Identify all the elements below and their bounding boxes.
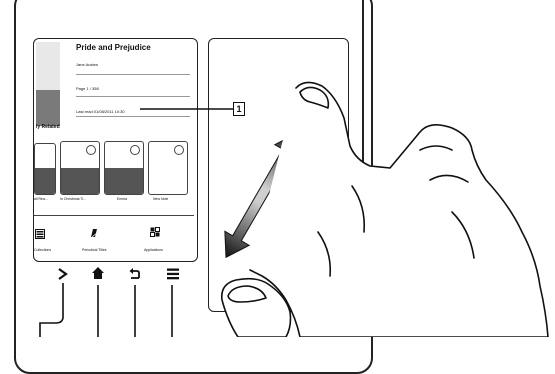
hand-illustration <box>0 0 555 337</box>
